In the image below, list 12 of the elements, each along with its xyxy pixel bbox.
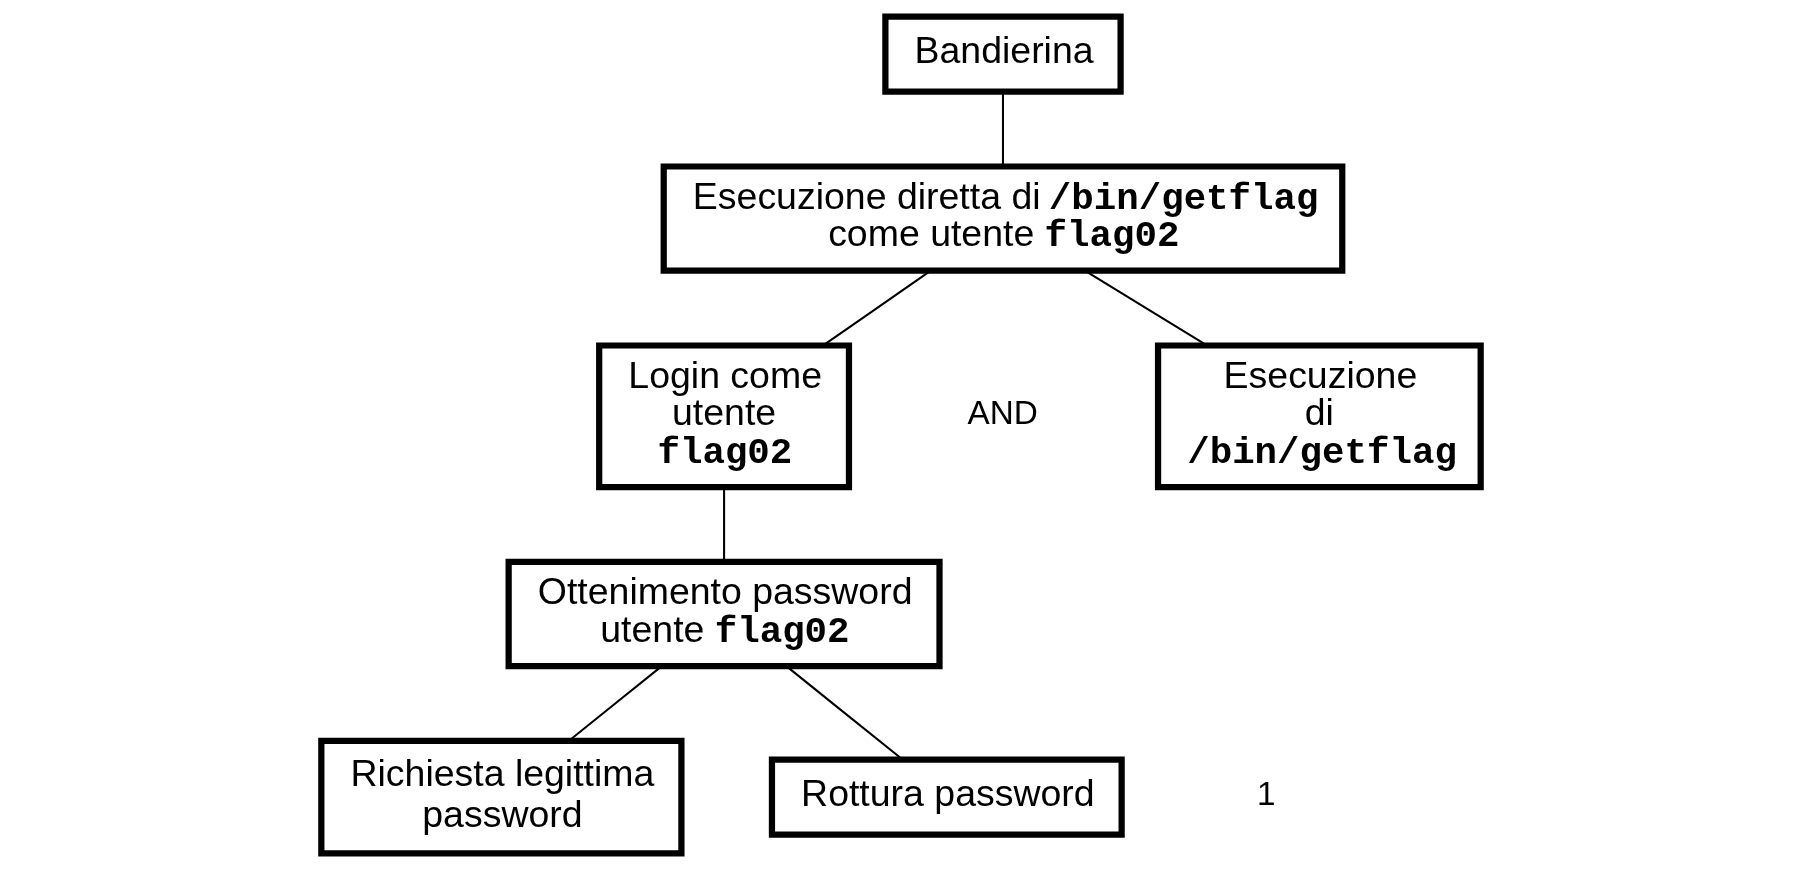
node-box: Esecuzione diretta di /bin/getflag come utente flag02 — [660, 163, 1346, 274]
node-box: Esecuzione di /bin/getflag — [1154, 342, 1484, 491]
node-box: Rottura password — [768, 756, 1125, 838]
connector — [822, 270, 932, 346]
connector — [1001, 91, 1005, 167]
node-box: Login come utente flag02 — [596, 342, 853, 491]
node-box: Bandierina — [882, 13, 1124, 95]
node-box: Ottenimento password utente flag02 — [505, 558, 943, 670]
label: AND — [967, 394, 1038, 432]
node-box: Richiesta legittima password — [318, 737, 685, 857]
label: 1 — [1256, 775, 1276, 813]
connector — [723, 487, 726, 562]
